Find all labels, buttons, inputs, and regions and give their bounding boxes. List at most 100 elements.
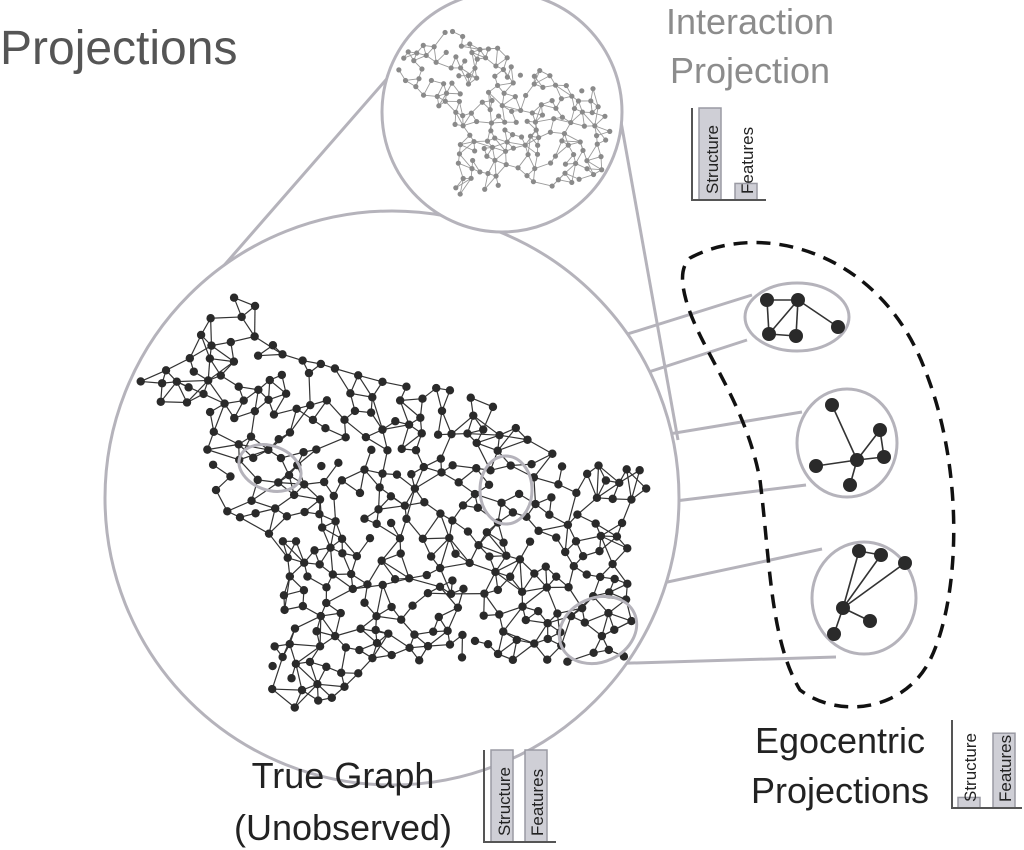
true-graph-label-line2: (Unobserved): [234, 807, 452, 848]
true-graph-node: [350, 406, 360, 416]
interaction-node: [522, 142, 528, 148]
true-graph-edge: [451, 415, 474, 435]
interaction-edge: [594, 125, 610, 132]
true-graph-node: [230, 413, 239, 423]
true-graph-node: [290, 624, 300, 633]
true-graph-edge: [357, 374, 373, 398]
interaction-node: [396, 67, 402, 73]
true-graph-node: [407, 469, 416, 479]
true-graph-node: [479, 425, 488, 434]
interaction-edge: [502, 96, 516, 106]
interaction-edge: [461, 45, 480, 50]
true-graph-node: [485, 552, 494, 561]
true-graph-node: [329, 491, 339, 501]
interaction-edge: [561, 140, 581, 143]
true-graph-node: [292, 404, 301, 414]
interaction-node: [592, 123, 598, 129]
ego-3-node: [863, 614, 877, 628]
true-graph-edge: [400, 553, 410, 579]
true-graph-edge: [227, 500, 252, 512]
interaction-node: [537, 67, 543, 74]
interaction-edge: [459, 178, 472, 195]
true-graph-edge: [295, 663, 303, 691]
true-graph-node: [499, 538, 508, 547]
true-graph-edge: [469, 562, 496, 573]
interaction-node: [453, 54, 459, 60]
true-graph-edge: [326, 399, 345, 421]
true-graph-node: [265, 375, 274, 385]
true-graph-edge: [333, 495, 337, 522]
interaction-node: [436, 103, 442, 109]
true-graph-node: [582, 469, 592, 479]
interaction-node: [477, 169, 483, 175]
interaction-node: [488, 128, 494, 134]
true-graph-node: [573, 510, 582, 519]
interaction-node: [488, 120, 495, 126]
true-graph-node: [514, 489, 524, 499]
interaction-node: [559, 138, 565, 144]
ego-region-3: [557, 594, 639, 666]
true-graph-node: [466, 393, 475, 402]
true-graph-edge: [272, 688, 303, 691]
true-graph-node: [531, 499, 540, 509]
true-graph-node: [322, 583, 331, 592]
true-graph-node: [278, 350, 287, 359]
true-graph-node: [199, 389, 208, 399]
true-graph-edge: [160, 381, 178, 403]
interaction-node: [569, 179, 575, 186]
true-graph-node: [445, 533, 454, 543]
interaction-features-label: Features: [738, 127, 757, 194]
true-graph-node: [268, 684, 277, 694]
interaction-edge: [582, 111, 596, 127]
true-graph-node: [518, 602, 527, 611]
true-graph-node: [327, 693, 337, 702]
interaction-node: [460, 175, 466, 182]
true-graph-node: [205, 407, 215, 417]
true-graph-edge: [382, 424, 410, 431]
ego-projection-2: [795, 387, 899, 499]
interaction-node: [460, 123, 466, 129]
true-graph-node: [367, 445, 376, 455]
true-graph-node: [303, 572, 312, 581]
interaction-node: [456, 98, 462, 105]
true-graph-edge: [586, 473, 598, 499]
interaction-node: [401, 55, 407, 61]
true-graph-edge: [381, 560, 410, 579]
interaction-node: [416, 76, 422, 82]
true-graph-edge: [189, 334, 202, 359]
true-graph-node: [553, 609, 562, 618]
true-graph-node: [396, 615, 406, 624]
true-graph-node: [368, 653, 377, 663]
interaction-node: [535, 142, 541, 148]
true-graph-edge: [207, 443, 239, 451]
true-graph-node: [445, 640, 455, 649]
true-graph-edge: [575, 535, 602, 542]
true-graph-node: [511, 423, 521, 433]
interaction-node: [402, 77, 409, 84]
interaction-edge: [555, 84, 573, 97]
interaction-node: [504, 74, 511, 80]
true-graph-edge: [439, 537, 450, 569]
interaction-edge: [555, 144, 569, 157]
interaction-node: [512, 94, 518, 100]
interaction-node: [593, 133, 600, 139]
true-graph-node: [641, 484, 651, 493]
interaction-edge: [592, 88, 599, 107]
true-graph-node: [595, 546, 604, 556]
interaction-node: [599, 167, 605, 173]
true-graph-node: [280, 605, 289, 615]
true-graph-node: [472, 438, 481, 448]
true-graph-node: [604, 645, 614, 655]
interaction-edge: [535, 104, 542, 123]
true-graph-node: [226, 472, 235, 481]
ego-1-node: [789, 329, 803, 343]
interaction-node: [420, 92, 427, 98]
interaction-node: [449, 80, 455, 86]
true-graph-node: [474, 540, 483, 550]
interaction-node: [453, 109, 459, 115]
true-graph-edge: [165, 357, 191, 371]
interaction-node: [494, 82, 501, 89]
interaction-node: [469, 166, 475, 172]
true-graph-edge: [600, 535, 614, 565]
ego-region-2: [478, 454, 534, 526]
